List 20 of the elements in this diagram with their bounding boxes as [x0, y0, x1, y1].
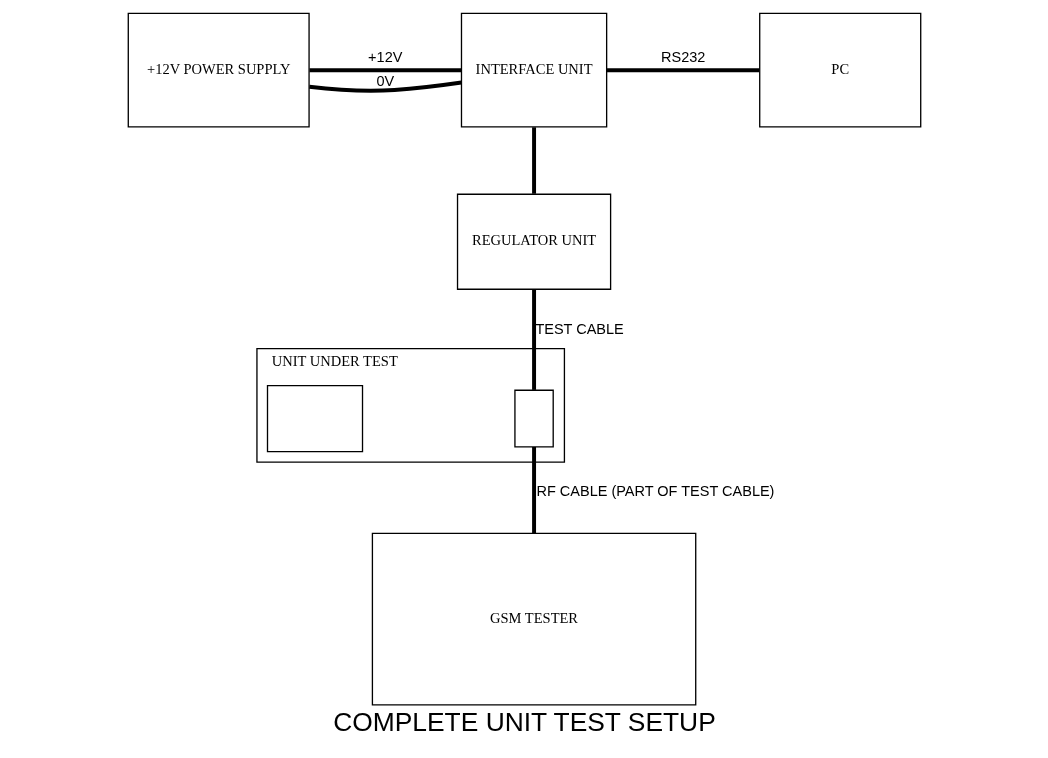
- connector: [308, 80, 462, 93]
- connector: [531, 289, 536, 390]
- edge-label: 0V: [375, 72, 394, 89]
- edge-label: RF CABLE (PART OF TEST CABLE): [535, 483, 774, 500]
- node-box: [266, 384, 363, 453]
- node-box: GSM TESTER: [371, 532, 696, 706]
- edge-label: TEST CABLE: [534, 320, 624, 337]
- caption: COMPLETE UNIT TEST SETUP: [332, 707, 716, 738]
- connector: [531, 447, 536, 534]
- node-box: [513, 389, 554, 448]
- cluster: UNIT UNDER TEST: [255, 348, 565, 463]
- connector: [606, 68, 759, 73]
- connector: [531, 127, 536, 194]
- node-box: +12V POWER SUPPLY: [127, 12, 310, 128]
- edge-label: RS232: [660, 49, 705, 66]
- edge-label: +12V: [367, 49, 402, 66]
- node-box: REGULATOR UNIT: [456, 193, 611, 290]
- connector: [309, 68, 461, 73]
- node-box: INTERFACE UNIT: [460, 12, 607, 128]
- node-box: PC: [758, 12, 921, 128]
